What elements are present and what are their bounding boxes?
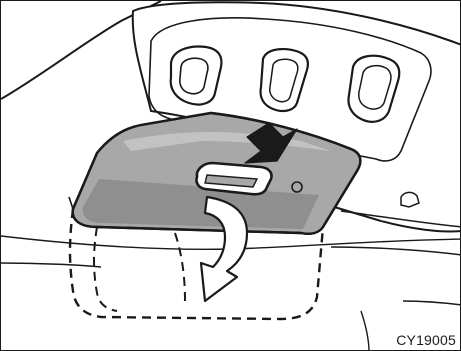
windshield-edge-3 [331, 247, 461, 255]
a-pillar-line [69, 197, 73, 209]
sun-visor-lowered-dashed-inner [94, 227, 117, 311]
right-trim-line [403, 301, 461, 305]
figure-code-label: CY19005 [396, 333, 456, 347]
right-trim-line-2 [361, 311, 369, 351]
windshield-edge-2 [1, 263, 101, 267]
sun-visor-lowered-dashed-hinge [175, 233, 185, 301]
